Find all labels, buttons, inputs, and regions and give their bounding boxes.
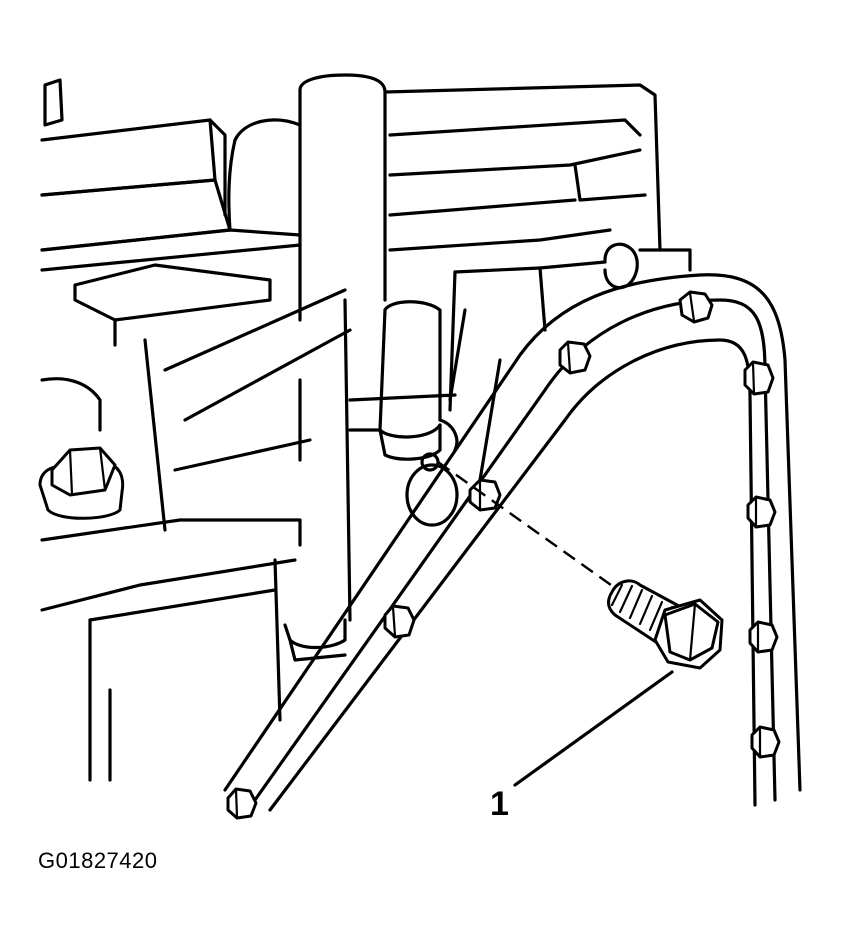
- flange-bolt: [748, 620, 779, 654]
- fill-plug: [38, 446, 125, 520]
- flange-bolt: [746, 495, 777, 529]
- flange-bolt: [383, 604, 416, 639]
- callout-1-label: 1: [490, 785, 509, 823]
- figure-id: G01827420: [38, 848, 158, 873]
- flange-bolts: [226, 290, 781, 820]
- filter-tube: [273, 298, 459, 722]
- callout-leader-line: [513, 670, 674, 787]
- flange-bolt: [558, 340, 592, 375]
- alignment-line: [437, 461, 619, 591]
- bolt-hole: [405, 452, 459, 527]
- flange-bolt: [743, 360, 775, 396]
- valve-body-bracket: [40, 263, 352, 612]
- flange-bolt: [226, 787, 258, 820]
- bolt: [607, 579, 724, 670]
- flange-bolt: [678, 290, 714, 324]
- flange-bolt: [750, 725, 781, 759]
- transmission-case: [40, 73, 692, 412]
